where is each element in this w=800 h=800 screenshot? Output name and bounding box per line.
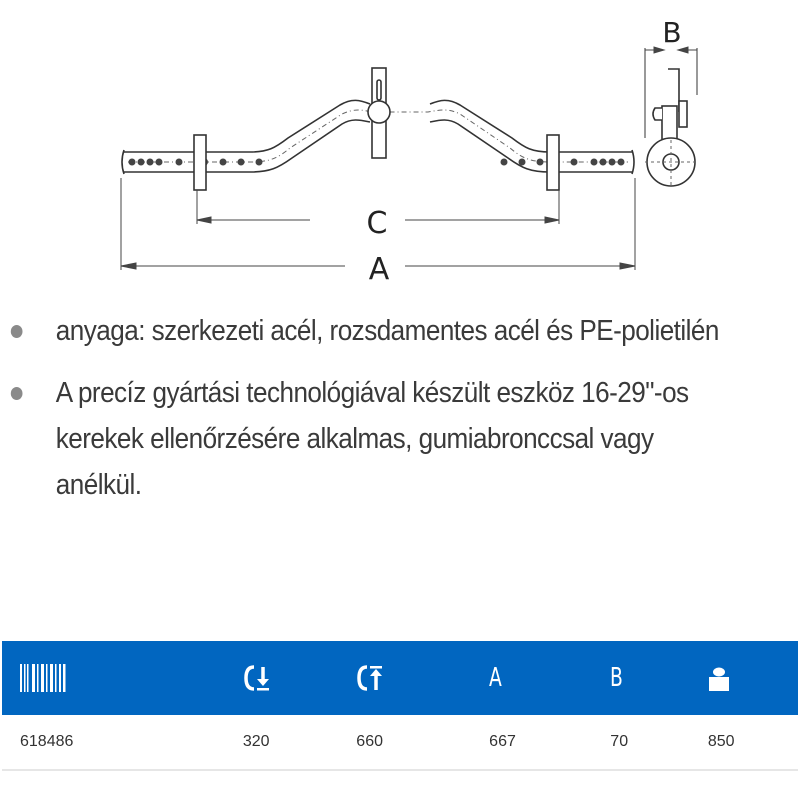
feature-item: A precíz gyártási technológiával készült…: [0, 370, 738, 508]
cell-article-number: 618486: [2, 715, 243, 771]
table-header-row: A B: [2, 641, 798, 715]
spec-table: A B 618486 320 660 667 70 850: [2, 641, 798, 771]
dimension-label-b: B: [662, 16, 681, 49]
header-a: A: [489, 663, 502, 693]
barcode-icon: [20, 664, 66, 693]
weight-icon: [708, 667, 729, 691]
bullet-icon: [10, 325, 23, 338]
cell-b: 70: [610, 715, 708, 771]
feature-text: anyaga: szerkezeti acél, rozsdamentes ac…: [55, 315, 720, 347]
cell-c-min: 320: [242, 715, 357, 771]
feature-list: anyaga: szerkezeti acél, rozsdamentes ac…: [0, 308, 800, 524]
dimension-label-c: C: [367, 206, 388, 241]
left-clamp: [193, 134, 207, 191]
bar-outline-top-left: [124, 99, 371, 153]
table-row: 618486 320 660 667 70 850: [2, 715, 798, 771]
bullet-icon: [10, 387, 23, 400]
c-max-icon: [357, 665, 383, 692]
header-c-max: [356, 641, 489, 715]
cell-a: 667: [489, 715, 611, 771]
feature-text: A precíz gyártási technológiával készült…: [55, 377, 689, 501]
center-knob: [367, 100, 391, 124]
header-b: B: [610, 663, 624, 693]
feature-item: anyaga: szerkezeti acél, rozsdamentes ac…: [0, 308, 738, 354]
cell-weight: 850: [707, 715, 798, 771]
dimension-label-a: A: [369, 252, 390, 287]
header-article-number: [2, 641, 243, 715]
header-c-min: [243, 641, 356, 715]
cell-c-max: 660: [356, 715, 490, 771]
bar-outline-top-right: [429, 99, 632, 153]
right-clamp: [546, 134, 560, 191]
technical-drawing: C A B: [120, 16, 698, 287]
c-min-icon: [244, 665, 269, 692]
header-weight: [708, 641, 798, 715]
